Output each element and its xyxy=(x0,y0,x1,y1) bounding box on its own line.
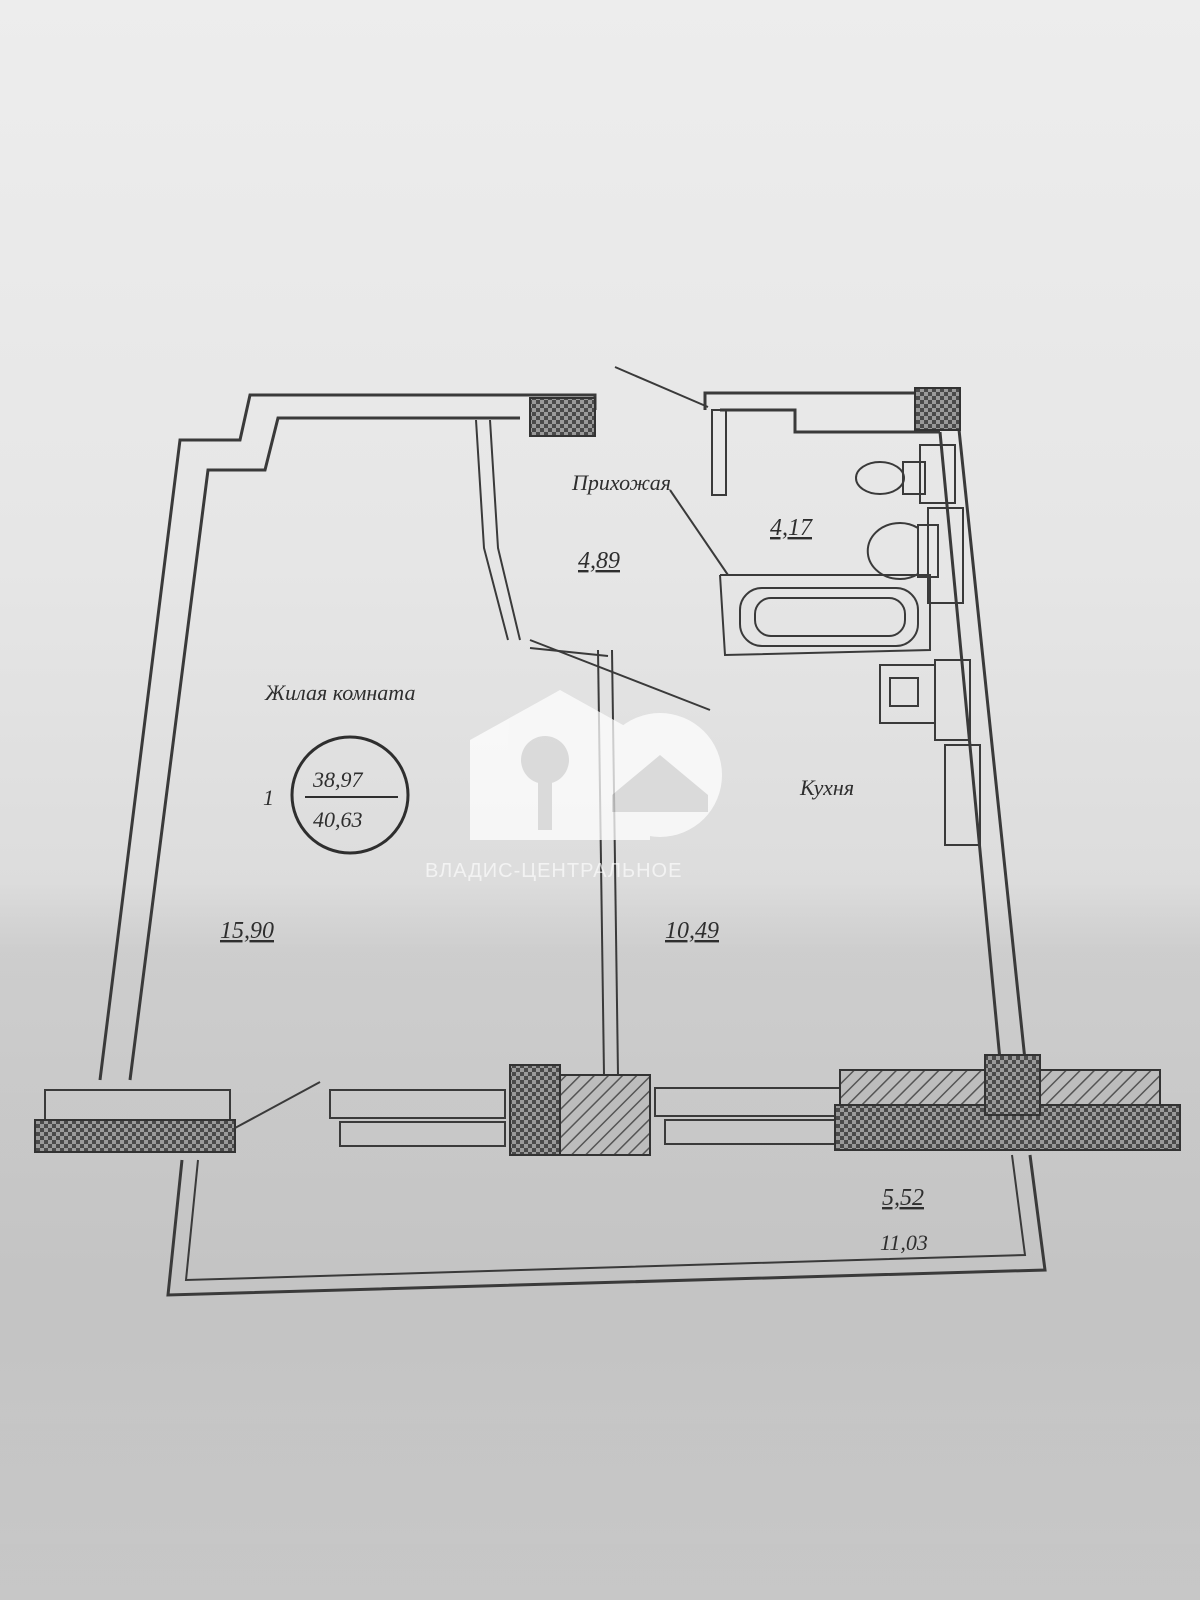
paper-shadow xyxy=(0,880,1200,1600)
hallway-area: 4,89 xyxy=(578,548,620,574)
bathroom-area: 4,17 xyxy=(770,515,813,541)
bathroom-walls xyxy=(669,409,931,657)
balcony xyxy=(166,1154,1047,1297)
column-top-left xyxy=(529,397,596,437)
ventilation-shafts xyxy=(879,444,981,846)
living-room-label: Жилая комната xyxy=(264,680,415,705)
balcony-area-full: 11,03 xyxy=(880,1230,928,1255)
entrance-door xyxy=(614,366,709,408)
rooms-count: 1 xyxy=(263,785,274,810)
bottom-wall xyxy=(34,1054,1181,1156)
toilet-icon xyxy=(855,461,926,495)
balcony-area: 5,52 xyxy=(882,1185,924,1211)
apartment-summary: 1 38,97 40,63 xyxy=(263,735,410,855)
area-circle xyxy=(290,735,410,855)
area-living: 38,97 xyxy=(312,767,364,792)
partition-living-hall xyxy=(475,419,711,711)
kitchen-area: 10,49 xyxy=(665,918,719,944)
hallway-label: Прихожая xyxy=(571,470,671,495)
area-total: 40,63 xyxy=(313,807,363,832)
watermark-brand: ВЛАДИС-ЦЕНТРАЛЬНОЕ xyxy=(425,860,682,882)
living-room-area: 15,90 xyxy=(220,918,274,944)
house-key-logo-icon xyxy=(470,690,722,840)
kitchen-label: Кухня xyxy=(799,775,854,800)
watermark: ВЛАДИС-ЦЕНТРАЛЬНОЕ xyxy=(425,690,722,882)
column-top-right xyxy=(914,387,961,431)
